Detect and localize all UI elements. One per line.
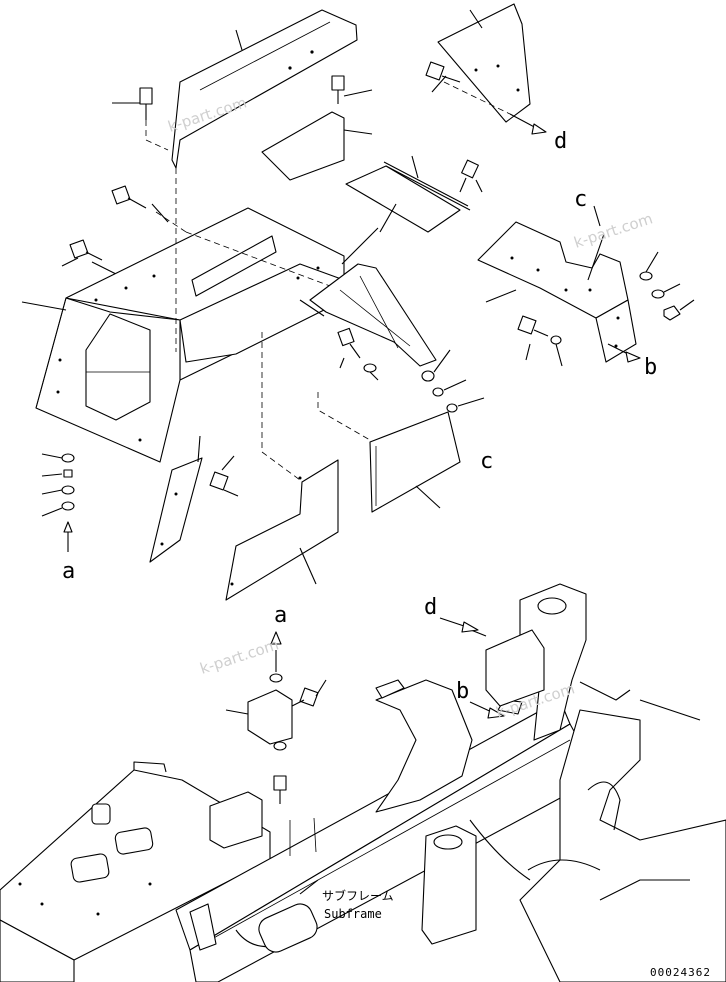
bolt-d [425,61,461,93]
lower-bracket-a [225,631,327,804]
curved-bracket-left [375,679,473,813]
subframe-rail [175,699,591,982]
bolt-lower-left [209,455,239,497]
washer-stack-a [41,453,75,552]
label-c-lower: c [480,449,493,474]
side-plate-right [317,392,461,513]
label-a-lower: a [274,603,287,628]
triangle-plate-d [437,3,547,135]
label-c-upper: c [574,187,587,212]
main-frame [21,168,345,463]
lower-small-bracket [209,791,263,849]
bolt-b [517,315,563,367]
side-plate-left [149,435,203,563]
bolt-upper-left [112,87,169,151]
washers-c [639,251,695,321]
bolt-left-2 [61,239,125,279]
subframe-label-english: Subframe [324,907,382,921]
chassis-right [469,681,726,982]
subframe-label-japanese: サブフレーム [322,888,394,903]
arrow-b-lower [469,701,505,719]
label-b-upper: b [644,355,657,380]
washer-nut-group [421,349,485,413]
tower-bracket-front [421,825,477,945]
small-bracket [261,111,373,181]
arrow-d-lower [439,617,479,633]
subframe-left-block [0,761,271,982]
truss-bracket [299,227,437,367]
rail-front-plate [189,903,217,951]
tower-bracket-right [465,583,587,741]
bolt-seal [459,159,483,193]
label-d-lower: d [424,595,437,620]
drawing-number: 00024362 [650,966,711,979]
watermark-3: k-part.com [198,635,281,677]
watermark-2: k-part.com [572,209,655,251]
side-plate-lower [225,332,339,601]
label-d-upper: d [554,129,567,154]
seal-plate [345,165,461,233]
bolt-upper-mid [331,75,373,104]
right-beam-c [477,205,641,363]
seal-strip [383,155,471,211]
label-b-lower: b [456,679,469,704]
subframe-leader [299,879,319,895]
top-cover-plate [171,9,358,169]
bolt-left-1 [111,185,187,233]
bolt-truss [337,327,379,381]
label-a-upper: a [62,559,75,584]
